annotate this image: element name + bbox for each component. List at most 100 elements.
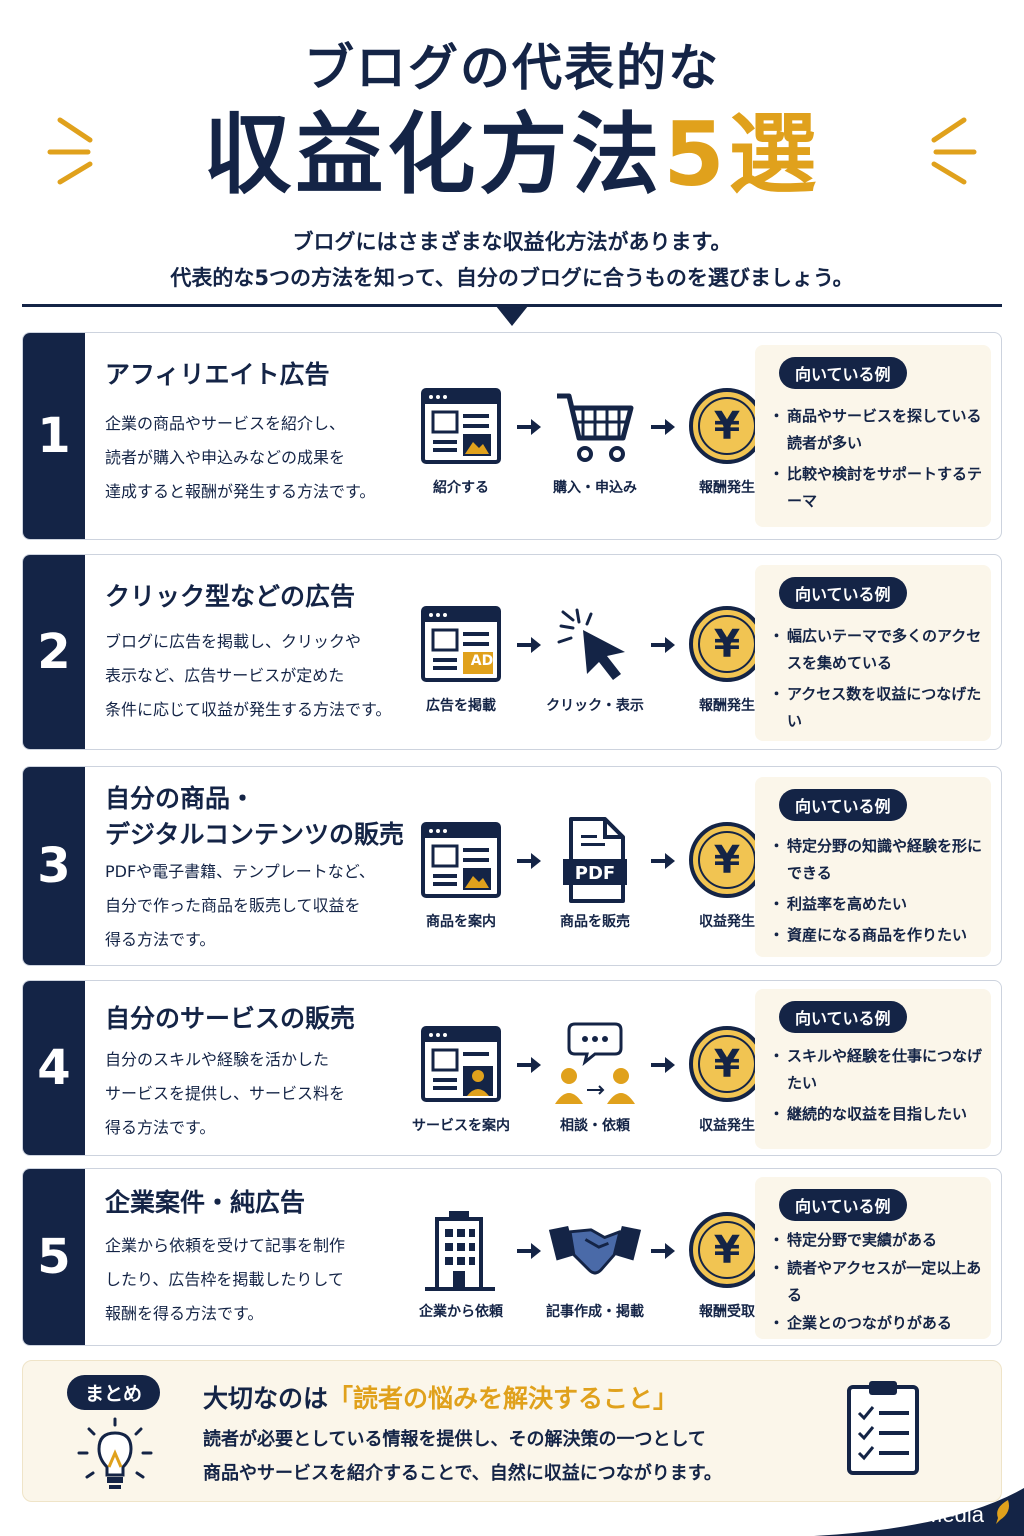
arrow-right-icon [651,419,675,435]
webpage-profile-icon [421,1026,501,1102]
method-card-1: 1 アフィリエイト広告 企業の商品やサービスを紹介し、 読者が購入や申込みなどの… [22,332,1002,540]
method-desc: 自分のスキルや経験を活かした サービスを提供し、サービス料を 得る方法です。 [105,1043,405,1145]
svg-text:¥: ¥ [714,1228,740,1272]
flow-label: 記事作成・掲載 [546,1304,644,1320]
desc-line: 報酬を得る方法です。 [105,1304,264,1323]
desc-line: 条件に応じて収益が発生する方法です。 [105,700,392,719]
flow-step: 紹介する [411,381,511,497]
fit-box: 向いている例 商品やサービスを探している読者が多い 比較や検討をサポートするテー… [755,345,991,527]
flow-step: PDF 商品を販売 [545,815,645,931]
clipboard-checklist-icon [847,1381,919,1475]
fit-box: 向いている例 特定分野の知識や経験を形にできる 利益率を高めたい 資産になる商品… [755,777,991,957]
summary-heading: 大切なのは「読者の悩みを解決すること」 [203,1379,678,1415]
desc-line: ブログに広告を掲載し、クリックや [105,632,362,651]
webpage-ad-icon [421,606,501,682]
flow-step: サービスを案内 [411,1019,511,1135]
method-number: 3 [23,767,85,965]
title-main: 収益化方法 [203,103,664,206]
method-title: 企業案件・純広告 [105,1188,306,1217]
desc-line: 自分で作った商品を販売して収益を [105,896,361,915]
arrow-right-icon [517,637,541,653]
summary-body-line2: 商品やサービスを紹介することで、自然に収益につながります。 [203,1463,722,1484]
flow-step: クリック・表示 [545,599,645,715]
method-number: 4 [23,981,85,1155]
lightbulb-icon [77,1417,153,1489]
method-desc: 企業の商品やサービスを紹介し、 読者が購入や申込みなどの成果を 達成すると報酬が… [105,407,405,509]
flow: 企業から依頼 記事作成・掲載 ¥ 報酬受取 [411,1205,765,1345]
arrow-right-icon [517,1243,541,1259]
method-number: 2 [23,555,85,749]
brand-name: Enta Media [872,1502,984,1527]
building-icon [425,1211,495,1291]
fit-item: 特定分野の知識や経験を形にできる [769,833,985,887]
desc-line: 自分のスキルや経験を活かした [105,1050,330,1069]
desc-line: 企業の商品やサービスを紹介し、 [105,414,346,433]
desc-line: 得る方法です。 [105,1118,216,1137]
flow-label: 報酬受取 [699,1304,755,1320]
flow-label: 収益発生 [699,1118,755,1134]
flow-label: 相談・依頼 [560,1118,630,1134]
intro-line1: ブログにはさまざまな収益化方法があります。 [292,230,732,254]
fit-list: 幅広いテーマで多くのアクセスを集めている アクセス数を収益につなげたい [769,623,985,739]
feather-icon [996,1500,1009,1524]
svg-text:¥: ¥ [714,1042,740,1086]
title-line: 自分の商品・ [105,784,256,813]
consultation-icon [555,1022,635,1104]
fit-item: 企業とのつながりがある [769,1310,985,1337]
desc-line: 達成すると報酬が発生する方法です。 [105,482,376,501]
intro-line2: 代表的な5つの方法を知って、自分のブログに合うものを選びましょう。 [170,266,854,290]
flow-label: 商品を販売 [560,914,630,930]
summary-badge: まとめ [67,1375,161,1410]
method-number: 5 [23,1169,85,1345]
flow-label: 紹介する [433,480,489,496]
divider [22,304,1002,307]
fit-item: アクセス数を収益につなげたい [769,681,985,735]
arrow-right-icon [651,637,675,653]
pdf-label: PDF [574,863,616,884]
method-card-5: 5 企業案件・純広告 企業から依頼を受けて記事を制作 したり、広告枠を掲載したり… [22,1168,1002,1346]
method-title: クリック型などの広告 [105,582,356,611]
page-title-line2: 収益化方法5選 [0,100,1024,210]
fit-box: 向いている例 スキルや経験を仕事につなげたい 継続的な収益を目指したい [755,989,991,1149]
page-title-line1: ブログの代表的な [304,39,720,97]
arrow-right-icon [517,419,541,435]
desc-line: サービスを提供し、サービス料を [105,1084,346,1103]
cart-icon [557,393,634,462]
flow-label: クリック・表示 [546,698,644,714]
fit-item: 比較や検討をサポートするテーマ [769,461,985,515]
fit-badge: 向いている例 [779,1001,907,1033]
method-desc: ブログに広告を掲載し、クリックや 表示など、広告サービスが定めた 条件に応じて収… [105,625,415,727]
fit-item: 幅広いテーマで多くのアクセスを集めている [769,623,985,677]
fit-list: スキルや経験を仕事につなげたい 継続的な収益を目指したい [769,1043,985,1132]
flow-label: 商品を案内 [426,914,496,930]
desc-line: 企業から依頼を受けて記事を制作 [105,1236,346,1255]
fit-badge: 向いている例 [779,789,907,821]
flow-step: 企業から依頼 [411,1205,511,1321]
arrow-right-icon [651,1057,675,1073]
desc-line: PDFや電子書籍、テンプレートなど、 [105,862,375,881]
flow-step: 購入・申込み [545,381,645,497]
flow-label: 報酬発生 [699,480,755,496]
desc-line: 表示など、広告サービスが定めた [105,666,345,685]
brand-band [814,1488,1024,1536]
fit-box: 向いている例 特定分野で実績がある 読者やアクセスが一定以上ある 企業とのつなが… [755,1177,991,1339]
flow-step: AD 広告を掲載 [411,599,511,715]
desc-line: 得る方法です。 [105,930,216,949]
divider-pointer [496,306,528,326]
method-desc: PDFや電子書籍、テンプレートなど、 自分で作った商品を販売して収益を 得る方法… [105,855,410,957]
flow-label: 企業から依頼 [419,1304,503,1320]
arrow-right-icon [517,1057,541,1073]
svg-text:¥: ¥ [714,838,740,882]
webpage-icon [421,388,501,464]
svg-text:¥: ¥ [714,404,740,448]
fit-badge: 向いている例 [779,577,907,609]
fit-box: 向いている例 幅広いテーマで多くのアクセスを集めている アクセス数を収益につなげ… [755,565,991,741]
summary-heading-accent: 「読者の悩みを解決すること」 [328,1384,679,1413]
fit-list: 特定分野で実績がある 読者やアクセスが一定以上ある 企業とのつながりがある [769,1227,985,1341]
fit-item: 商品やサービスを探している読者が多い [769,403,985,457]
flow: サービスを案内 相談・依頼 ¥ 収益発生 [411,1019,765,1155]
arrow-right-icon [651,1243,675,1259]
title-line: デジタルコンテンツの販売 [105,820,405,849]
summary-box: まとめ 大切なのは「読者の悩みを解決すること」 読者が必要としている情報を提供し… [22,1360,1002,1502]
header: ブログの代表的な 収益化方法5選 ブログにはさまざまな収益化方法があります。 代… [0,0,1024,330]
